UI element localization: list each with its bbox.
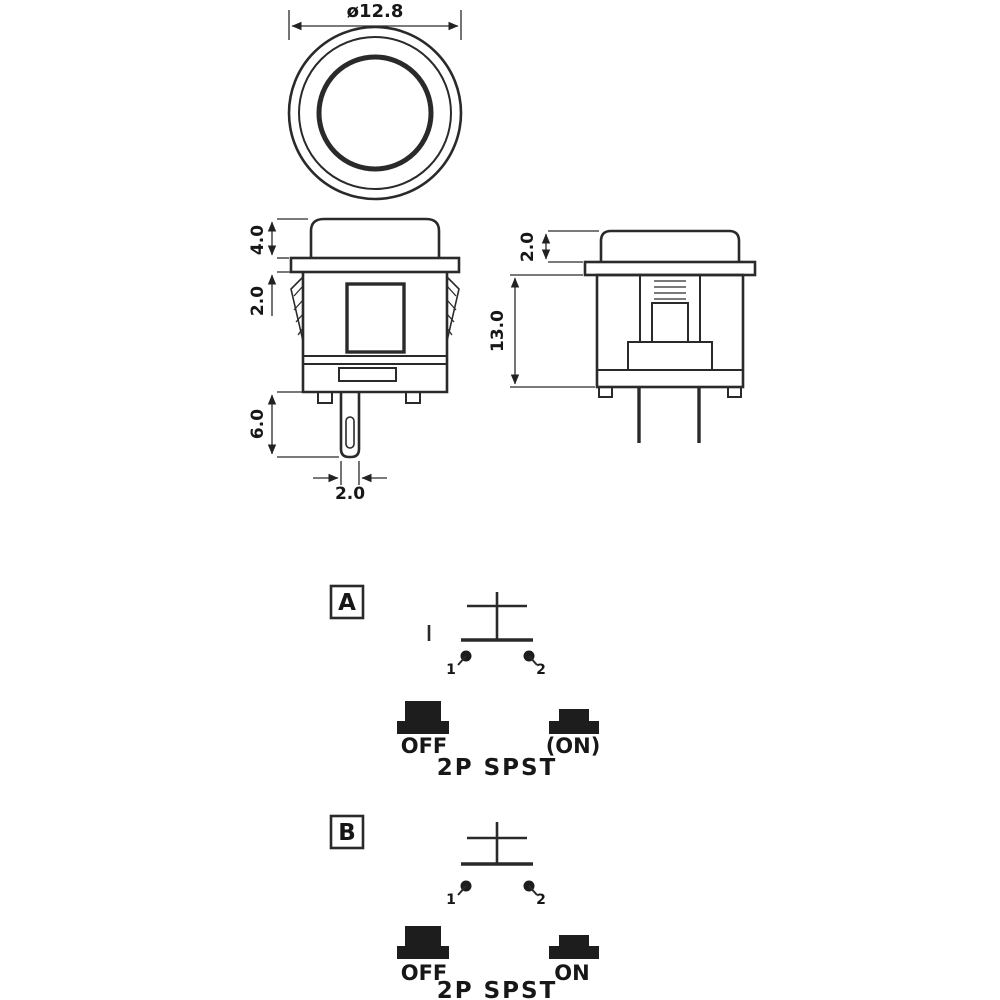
right-foot [727,386,742,398]
plunger-block [627,341,713,371]
contact-lead [457,885,467,896]
switch-symbol-b: 1 2 [446,822,546,908]
variant-a-box [329,584,365,620]
variant-a-label: A [338,590,356,616]
left-foot [598,386,613,398]
bezel-side [583,260,757,277]
dimension-label-cap-height: 4.0 [248,225,268,255]
contact-lead [528,885,538,896]
cap-inner-circle [316,54,434,172]
housing-outline [301,272,449,394]
side-dimensions: 2.0 13.0 [488,230,599,388]
released-button-icon [397,926,449,959]
base-detail [338,367,397,382]
right-wing-hatch [446,285,457,336]
diameter-dimension: ø12.8 [288,1,462,40]
contact-lead [528,655,538,666]
schematic-a: A 1 2 OFF (ON) 2P SPST [329,584,601,781]
terminal-slot [345,416,355,449]
contact-type-label: 2P SPST [437,978,558,1000]
cap-middle-circle [298,36,452,190]
contact-lead [457,655,467,666]
terminal-2-label: 2 [536,662,546,678]
button-cap [309,217,441,258]
right-stub [405,391,421,404]
dimension-label-body-height: 13.0 [488,310,508,352]
spring-hatch [654,280,686,300]
variant-b-box [329,814,365,850]
right-snap-wing [446,276,460,342]
front-view: 4.0 2.0 6.0 2.0 [248,217,461,504]
side-view: 2.0 13.0 [488,229,757,443]
front-dimensions: 4.0 2.0 6.0 2.0 [248,218,387,504]
dimension-label-bezel-height: 2.0 [248,286,268,316]
state-off-label: OFF [401,734,448,758]
released-button-icon [397,701,449,734]
variant-b-label: B [338,820,356,846]
pressed-button-icon [549,709,599,734]
left-snap-wing [290,276,304,342]
latched-button-icon [549,935,599,959]
dimension-label-cap-height-side: 2.0 [518,232,538,262]
plunger-stem [651,302,689,343]
terminal-1-label: 1 [446,662,456,678]
button-cap-side [599,229,741,262]
left-stub [317,391,333,404]
switch-symbol-a: 1 2 [427,592,546,678]
dimension-label-terminal-length: 6.0 [248,409,268,439]
state-on-label: (ON) [546,734,601,758]
contact-type-label: 2P SPST [437,755,558,781]
dimension-label-terminal-width: 2.0 [335,484,365,504]
state-off-label: OFF [401,961,448,985]
housing-window [345,282,406,354]
state-on-label: ON [554,961,589,985]
schematic-b: B 1 2 OFF ON 2P SPST [329,814,599,1000]
top-view: ø12.8 [287,1,463,201]
cap-outer-circle [287,25,463,201]
terminal-2-label: 2 [536,892,546,908]
terminal-pin [339,392,361,459]
dimension-label-diameter: ø12.8 [347,1,404,22]
left-wing-hatch [293,285,304,336]
bezel [289,256,461,274]
terminal-1-label: 1 [446,892,456,908]
housing-side [595,273,745,389]
